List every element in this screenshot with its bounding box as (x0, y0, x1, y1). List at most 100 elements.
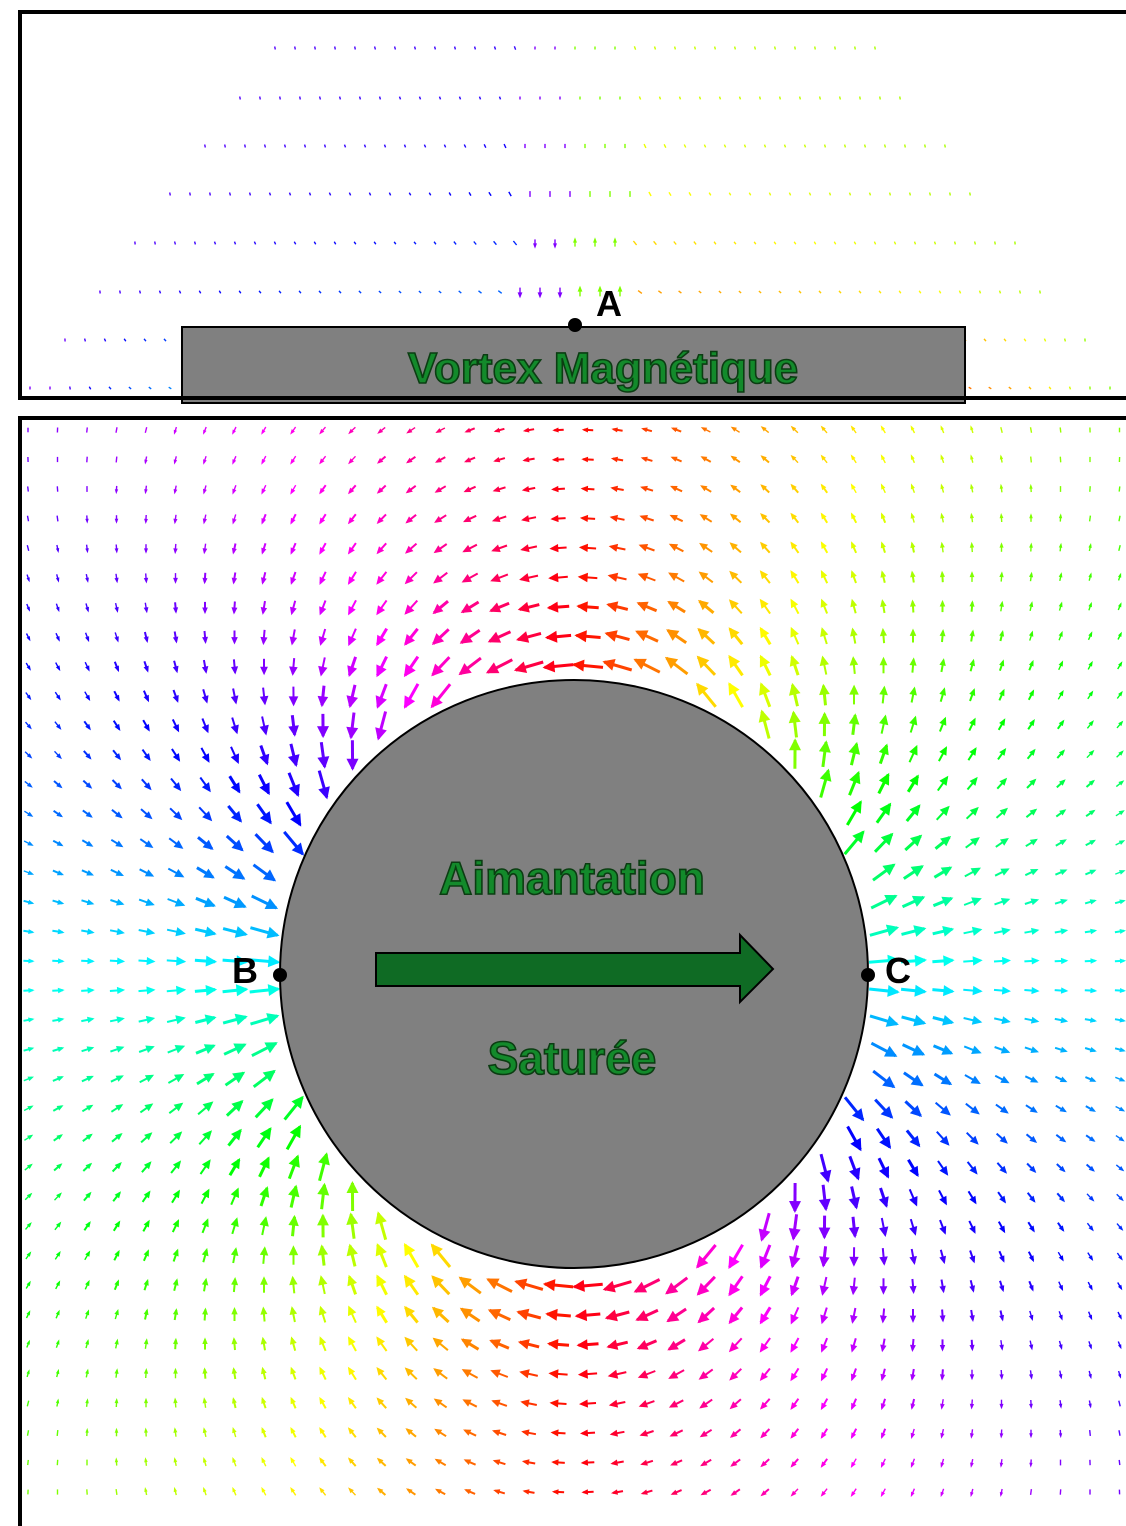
field-vector-arrow (289, 1275, 298, 1294)
field-vector-arrow (109, 986, 126, 994)
field-vector-arrow (516, 631, 542, 643)
field-vector-arrow (250, 1013, 280, 1026)
field-vector-arrow (198, 290, 202, 294)
field-vector-arrow (139, 838, 154, 848)
field-vector-arrow (808, 192, 812, 196)
field-vector-arrow (223, 895, 247, 909)
field-vector-arrow (288, 1245, 299, 1265)
field-vector-arrow (52, 958, 65, 964)
field-vector-arrow (172, 660, 179, 674)
field-vector-arrow (142, 1249, 150, 1262)
field-vector-arrow (1085, 839, 1096, 847)
top-panel-frame (18, 10, 1126, 400)
field-vector-arrow (969, 541, 975, 553)
field-vector-arrow (1058, 1311, 1063, 1321)
field-vector-arrow (257, 774, 271, 796)
field-vector-arrow (209, 192, 211, 196)
field-vector-arrow (230, 717, 239, 735)
field-vector-arrow (909, 1218, 918, 1236)
field-vector-arrow (850, 1307, 858, 1324)
field-vector-arrow (995, 838, 1009, 848)
field-vector-arrow (820, 541, 829, 554)
field-vector-arrow (405, 1397, 418, 1409)
field-vector-arrow (670, 485, 683, 493)
field-vector-arrow (964, 867, 981, 878)
field-vector-arrow (143, 1338, 149, 1349)
field-vector-arrow (728, 1306, 744, 1325)
field-vector-arrow (114, 602, 119, 613)
field-vector-arrow (729, 570, 743, 584)
field-vector-arrow (999, 513, 1004, 523)
field-vector-arrow (438, 290, 442, 294)
field-vector-arrow (283, 144, 287, 148)
field-vector-arrow (290, 1457, 297, 1467)
field-vector-arrow (820, 425, 828, 434)
field-vector-arrow (819, 655, 829, 675)
field-vector-arrow (24, 1163, 33, 1171)
field-vector-arrow (639, 1429, 654, 1437)
field-vector-arrow (373, 46, 377, 50)
field-vector-arrow (489, 1339, 510, 1350)
field-vector-arrow (995, 1132, 1008, 1144)
field-vector-arrow (610, 1459, 624, 1466)
field-vector-arrow (940, 425, 945, 434)
field-vector-arrow (819, 683, 830, 706)
field-vector-arrow (940, 454, 945, 464)
field-vector-arrow (283, 1095, 304, 1121)
field-vector-arrow (463, 1459, 476, 1466)
field-vector-arrow (103, 338, 107, 342)
field-vector-arrow (143, 338, 147, 342)
field-vector-arrow (233, 241, 237, 245)
field-vector-arrow (54, 1251, 61, 1260)
field-vector-arrow (760, 1488, 770, 1497)
field-vector-arrow (999, 542, 1004, 552)
field-vector-arrow (648, 191, 652, 197)
field-vector-arrow (668, 1399, 684, 1408)
field-vector-arrow (940, 483, 945, 493)
field-vector-arrow (641, 427, 653, 433)
field-vector-arrow (964, 1074, 981, 1084)
field-vector-arrow (577, 1369, 598, 1379)
field-vector-arrow (173, 543, 178, 555)
field-vector-arrow (669, 514, 684, 523)
field-vector-arrow (403, 144, 407, 148)
field-vector-arrow (328, 192, 332, 196)
field-vector-arrow (114, 515, 119, 524)
field-vector-arrow (970, 425, 974, 434)
field-vector-arrow (224, 865, 246, 880)
field-vector-arrow (910, 512, 916, 523)
field-vector-arrow (973, 241, 977, 245)
field-vector-arrow (468, 192, 472, 196)
field-vector-arrow (760, 484, 770, 494)
field-vector-arrow (999, 483, 1004, 493)
field-vector-arrow (26, 515, 30, 522)
field-vector-arrow (968, 1220, 976, 1234)
field-vector-arrow (850, 512, 858, 524)
field-vector-arrow (253, 241, 257, 245)
field-vector-arrow (700, 1488, 712, 1496)
field-vector-arrow (173, 1337, 178, 1350)
field-vector-arrow (932, 955, 955, 967)
field-vector-arrow (423, 144, 427, 148)
field-vector-arrow (581, 456, 594, 463)
field-vector-arrow (317, 770, 330, 800)
field-vector-arrow (1056, 719, 1065, 730)
field-vector-arrow (173, 1397, 178, 1408)
field-vector-arrow (993, 927, 1011, 936)
field-vector-arrow (969, 658, 975, 672)
field-vector-arrow (729, 1368, 743, 1381)
field-vector-arrow (910, 570, 916, 583)
field-vector-arrow (319, 1336, 327, 1352)
field-vector-arrow (1028, 659, 1034, 671)
field-vector-arrow (576, 1339, 599, 1350)
field-vector-arrow (879, 714, 889, 734)
field-vector-arrow (81, 839, 94, 847)
field-vector-arrow (54, 691, 61, 701)
field-vector-arrow (696, 682, 717, 708)
field-vector-arrow (517, 1339, 540, 1350)
field-vector-arrow (346, 1181, 359, 1212)
field-vector-arrow (1114, 899, 1126, 905)
field-vector-arrow (697, 628, 716, 645)
field-vector-arrow (1088, 1370, 1092, 1380)
field-vector-arrow (81, 957, 95, 965)
